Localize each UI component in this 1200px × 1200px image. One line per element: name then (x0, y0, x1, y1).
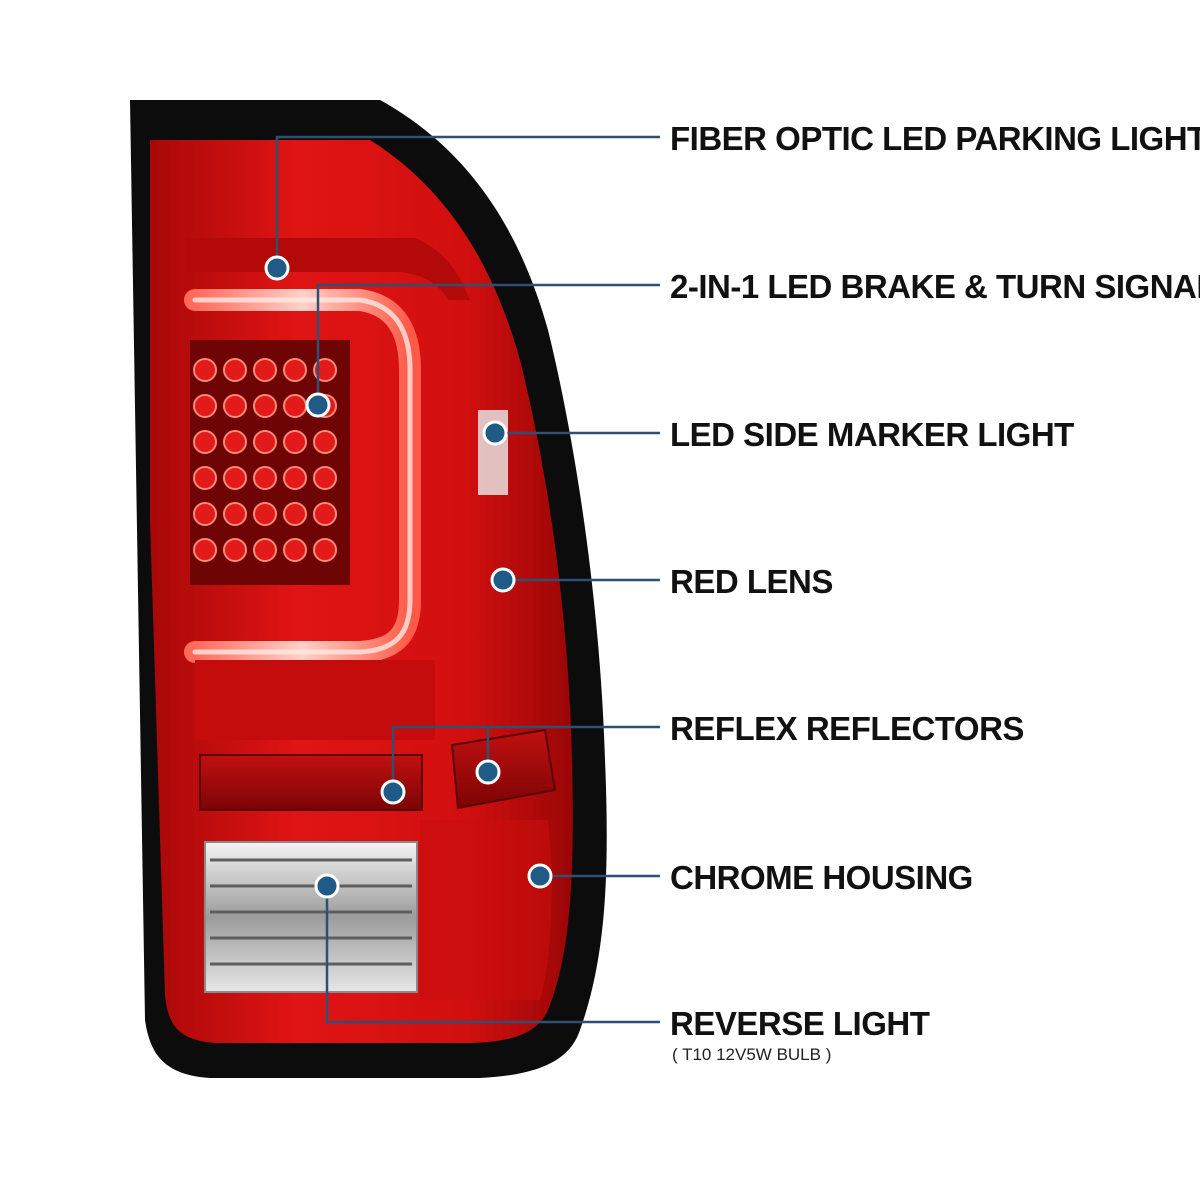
label-fiber-optic-led-parking-light: FIBER OPTIC LED PARKING LIGHT (670, 120, 1200, 157)
led-diode (193, 430, 217, 454)
parking-light-bar (185, 238, 470, 300)
marker-reflector-left (380, 779, 406, 805)
led-diode (283, 430, 307, 454)
label-reverse-light: REVERSE LIGHT (670, 1005, 930, 1042)
led-diode (313, 502, 337, 526)
led-diode (283, 538, 307, 562)
led-diode (283, 394, 307, 418)
reverse-light-housing (204, 841, 418, 993)
led-diode (283, 358, 307, 382)
label-reverse-light-bulb: ( T10 12V5W BULB ) (672, 1045, 831, 1064)
marker-side-marker (482, 420, 508, 446)
label-chrome-housing: CHROME HOUSING (670, 859, 973, 896)
leader-line-fiber-optic (275, 135, 660, 268)
led-diode (253, 502, 277, 526)
led-diode (193, 502, 217, 526)
led-diode (223, 430, 247, 454)
led-diode (313, 430, 337, 454)
callout-markers (264, 255, 553, 899)
led-diode (223, 502, 247, 526)
led-diode (313, 358, 337, 382)
marker-red-lens (490, 567, 516, 593)
leader-line-brake-turn (316, 283, 660, 405)
led-diode (193, 394, 217, 418)
led-diode (253, 538, 277, 562)
led-diode (253, 394, 277, 418)
tail-light-illustration (130, 100, 607, 1078)
led-diode (223, 394, 247, 418)
marker-reflector-right (475, 759, 501, 785)
led-diode (283, 466, 307, 490)
reverse-light-slats (210, 858, 412, 966)
label-reflex-reflectors: REFLEX REFLECTORS (670, 710, 1024, 747)
led-diode (193, 466, 217, 490)
reflex-reflector-right (450, 728, 557, 810)
led-diode (223, 466, 247, 490)
marker-brake-turn (305, 392, 331, 418)
chrome-housing-edge (420, 820, 552, 1000)
led-diode (253, 466, 277, 490)
led-diode (223, 358, 247, 382)
led-diode (193, 538, 217, 562)
callout-leaders (275, 135, 660, 1024)
marker-chrome-housing (527, 863, 553, 889)
led-diode (223, 538, 247, 562)
leader-line-reflector-left (391, 725, 660, 792)
led-diode (193, 358, 217, 382)
marker-fiber-optic (264, 255, 290, 281)
led-diode (283, 502, 307, 526)
label-led-side-marker-light: LED SIDE MARKER LIGHT (670, 416, 1074, 453)
led-diode (313, 466, 337, 490)
led-diode (253, 430, 277, 454)
label-red-lens: RED LENS (670, 563, 833, 600)
marker-reverse (314, 873, 340, 899)
fiber-optic-tube-glow (192, 297, 413, 655)
led-array (193, 358, 337, 562)
led-diode (253, 358, 277, 382)
leader-line-reverse (325, 886, 660, 1024)
led-diode (313, 538, 337, 562)
callout-labels: FIBER OPTIC LED PARKING LIGHT 2-IN-1 LED… (670, 120, 1200, 1064)
